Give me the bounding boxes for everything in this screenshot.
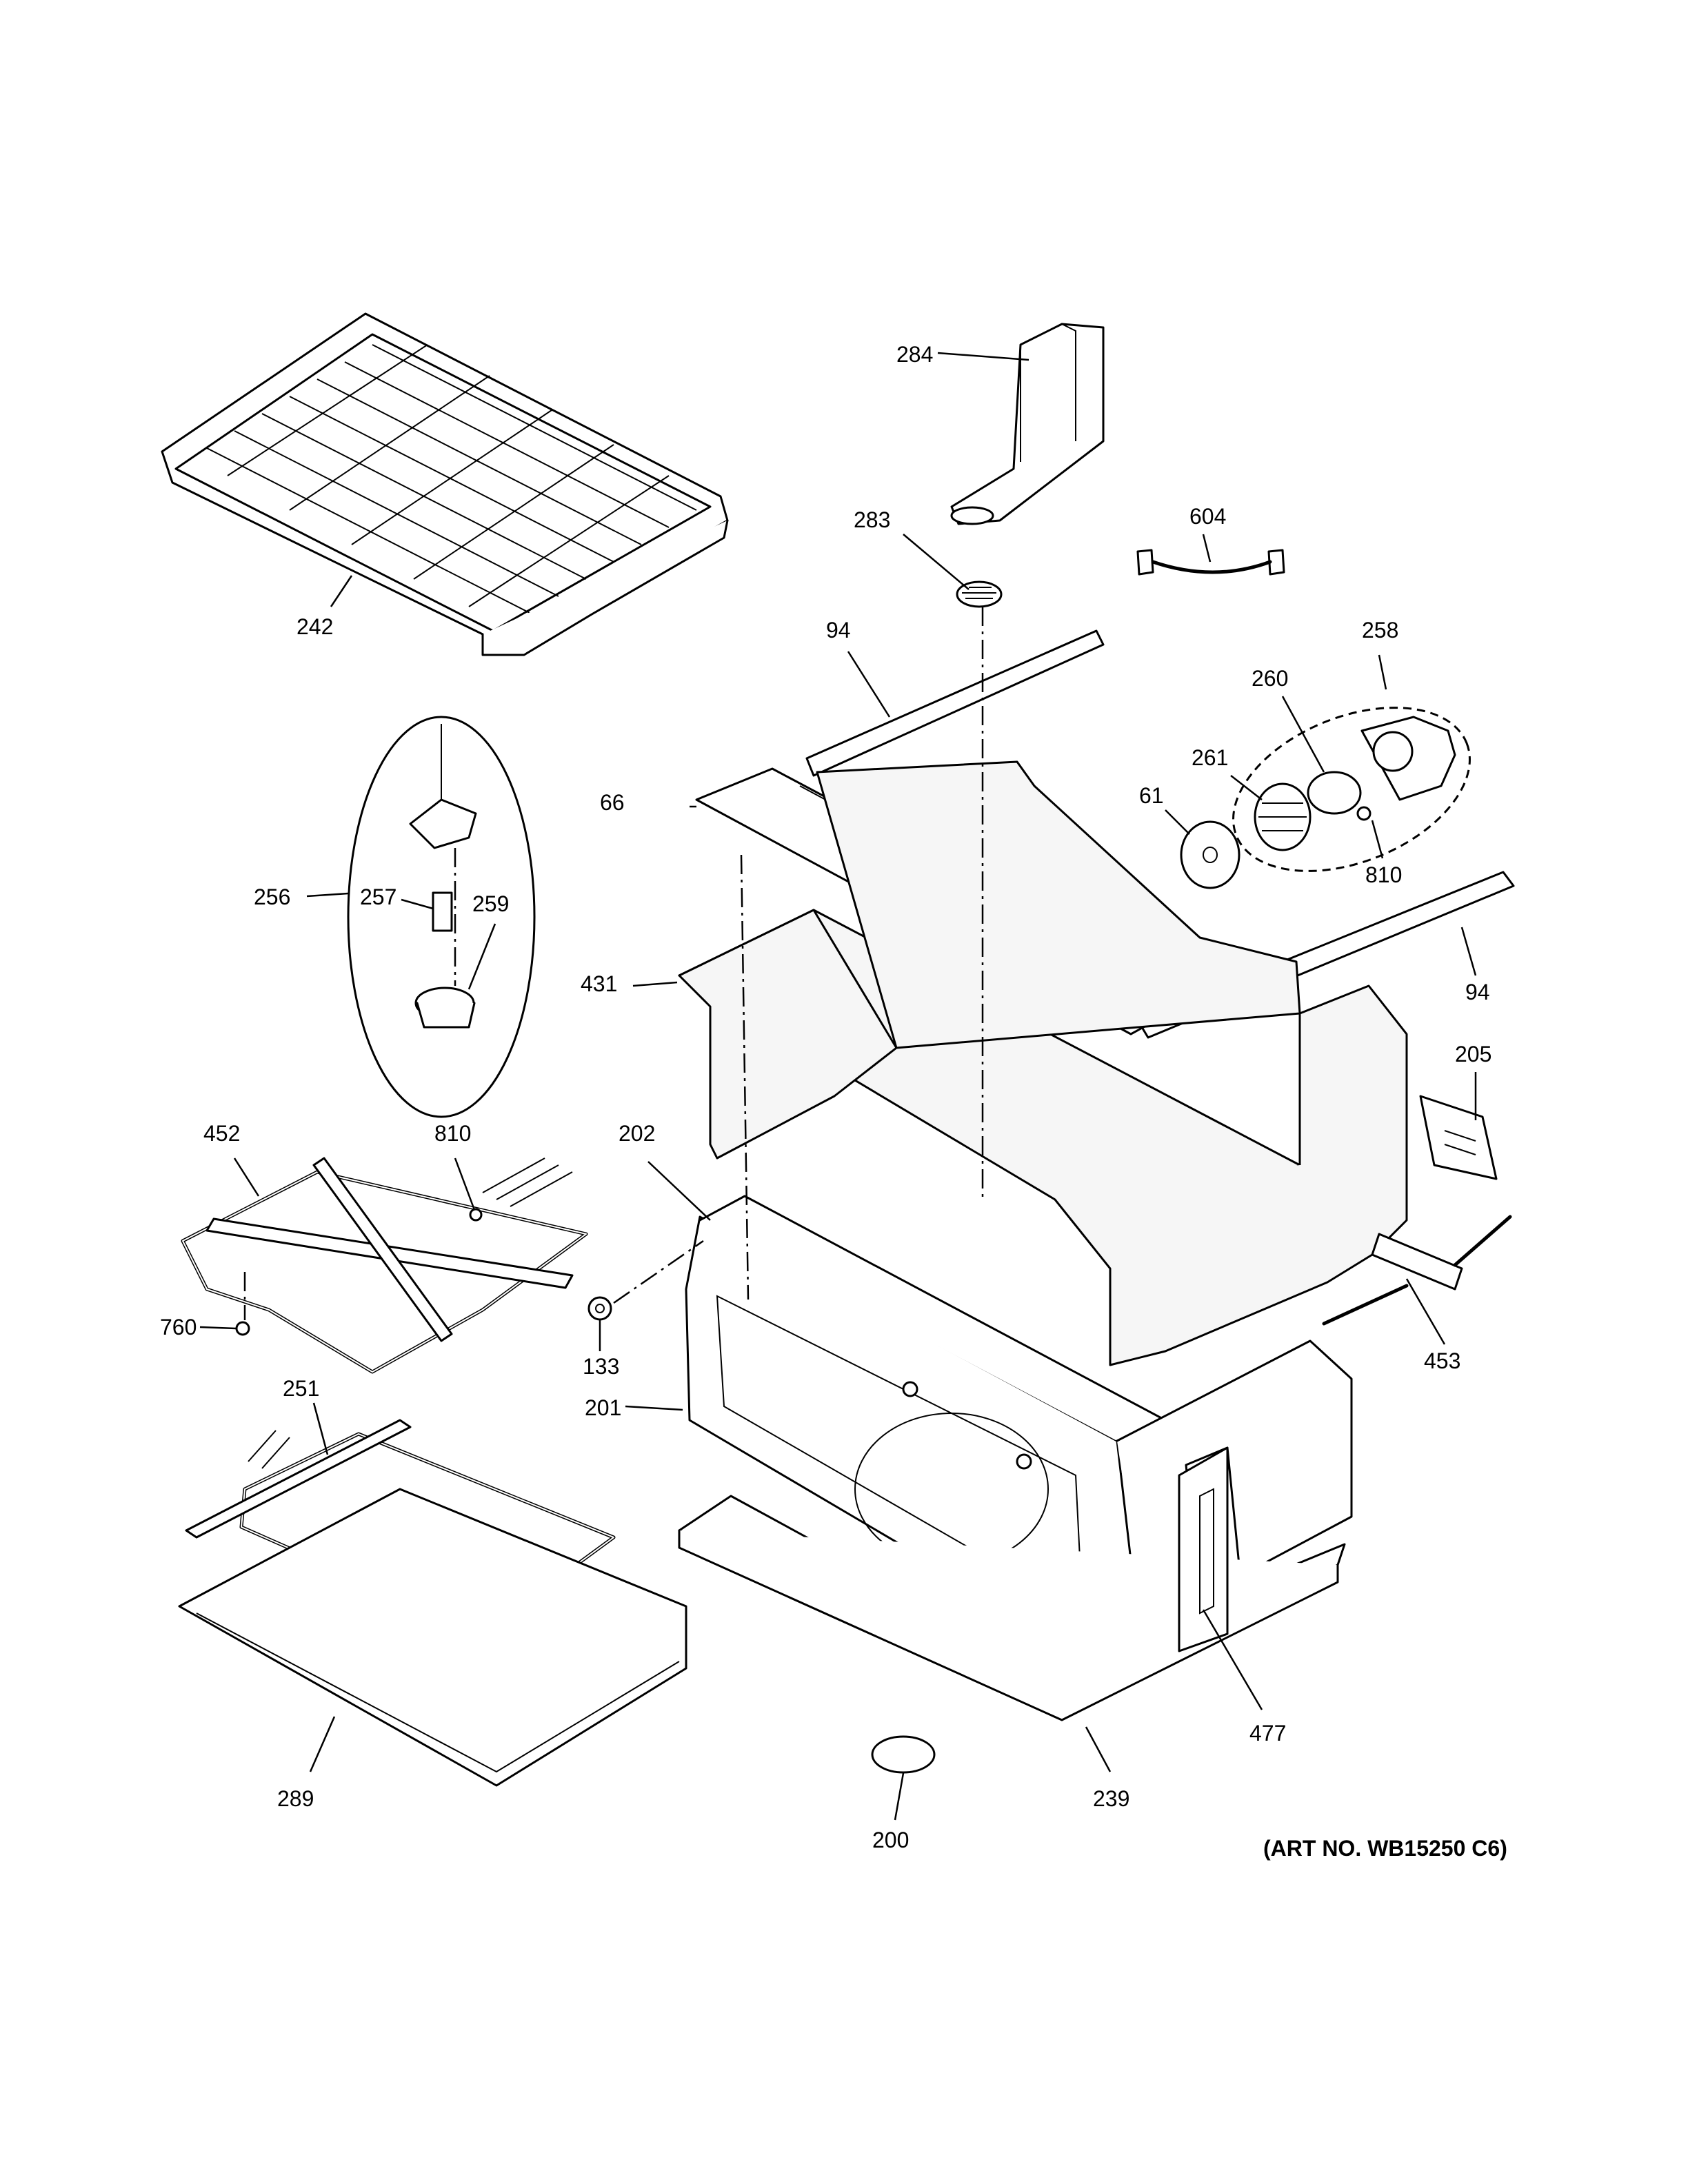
cover-200[interactable]	[871, 1735, 936, 1774]
callout-257: 257	[360, 884, 396, 909]
callout-261: 261	[1192, 745, 1228, 770]
screw-760[interactable]	[235, 1321, 250, 1336]
callout-289: 289	[277, 1786, 314, 1811]
bake-element-452[interactable]	[181, 1157, 588, 1374]
callout-760: 760	[160, 1315, 197, 1339]
insulation-blanket-431[interactable]	[678, 760, 1408, 1366]
callout-66: 66	[600, 790, 625, 815]
hinge-477[interactable]	[1178, 1446, 1229, 1652]
art-number: (ART NO. WB15250 C6)	[1263, 1836, 1507, 1861]
grommet-133[interactable]	[587, 1296, 612, 1321]
callout-259: 259	[472, 891, 509, 916]
callout-431: 431	[581, 971, 617, 996]
callout-133: 133	[583, 1354, 619, 1379]
callout-260: 260	[1252, 666, 1288, 691]
wire-harness-604[interactable]	[1136, 549, 1285, 576]
screw-810-element[interactable]	[469, 1208, 483, 1222]
vent-duct-284[interactable]	[950, 323, 1105, 525]
callout-604: 604	[1189, 504, 1226, 529]
callout-810-element: 810	[434, 1121, 471, 1146]
callout-205: 205	[1455, 1042, 1491, 1066]
broil-shield-289[interactable]	[178, 1488, 687, 1787]
callout-201: 201	[585, 1395, 621, 1420]
bracket-205[interactable]	[1419, 1095, 1498, 1180]
leader-lines	[199, 352, 1477, 1821]
callout-284: 284	[896, 342, 933, 367]
callout-239: 239	[1093, 1786, 1129, 1811]
callout-453: 453	[1424, 1348, 1460, 1373]
callout-94-top: 94	[826, 618, 851, 643]
lamp-lens-61[interactable]	[1180, 820, 1240, 889]
callout-256: 256	[254, 884, 290, 909]
callout-810-lamp: 810	[1365, 862, 1402, 887]
callout-477: 477	[1249, 1721, 1286, 1746]
callout-94-right: 94	[1465, 980, 1490, 1004]
callout-200: 200	[872, 1828, 909, 1852]
callout-452: 452	[203, 1121, 240, 1146]
callout-242: 242	[297, 614, 333, 639]
oven-top-rail-94[interactable]	[805, 629, 1105, 777]
oven-light-assembly-258[interactable]	[1209, 676, 1494, 903]
light-socket-detail-256[interactable]	[347, 716, 536, 1118]
callout-283: 283	[854, 507, 890, 532]
callout-61: 61	[1139, 783, 1164, 808]
temperature-sensor-453[interactable]	[1322, 1215, 1512, 1326]
oven-rack-242[interactable]	[161, 312, 729, 656]
callout-251: 251	[283, 1376, 319, 1401]
callout-258: 258	[1362, 618, 1398, 643]
callout-202: 202	[619, 1121, 655, 1146]
